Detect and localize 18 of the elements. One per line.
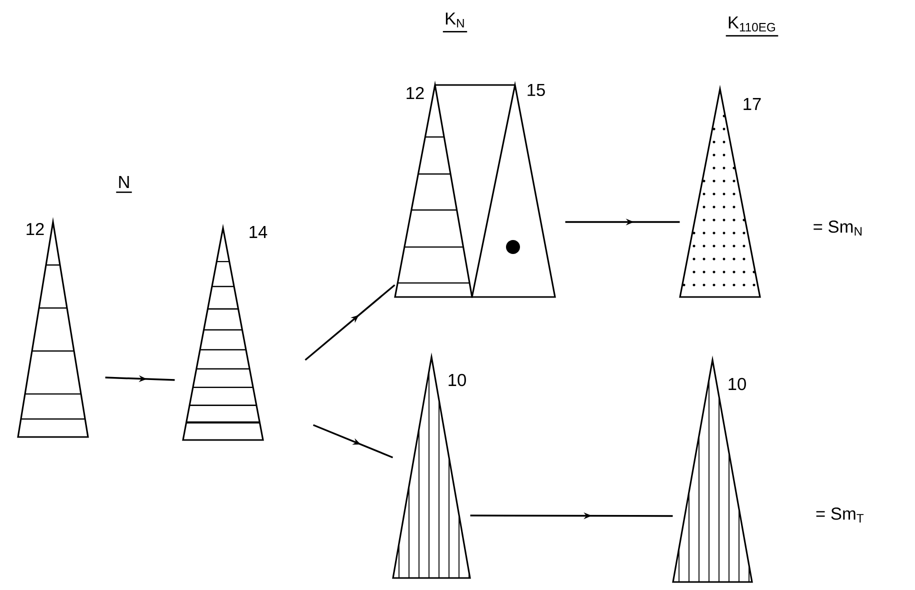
triangle-drawing: [672, 355, 753, 583]
equation-label: = Sm$_{N}$: [814, 220, 862, 236]
number-label: 14: [250, 226, 268, 238]
heading: K$_{N}$: [442, 12, 468, 32]
number-label: 12: [26, 222, 44, 236]
triangle-drawing: [392, 352, 471, 579]
triangle-pair-drawing: [394, 80, 556, 298]
number-label: 10: [448, 374, 466, 386]
number-label: 15: [528, 84, 545, 96]
triangle-drawing: [17, 217, 89, 438]
heading: K$_{110EG}$: [726, 16, 778, 36]
heading: N: [116, 176, 132, 193]
arrow: [312, 424, 394, 458]
number-label: 10: [728, 378, 746, 390]
arrow: [304, 284, 396, 361]
number-label: 17: [744, 98, 761, 110]
number-label: 12: [406, 86, 424, 100]
triangle-drawing: [679, 84, 761, 298]
